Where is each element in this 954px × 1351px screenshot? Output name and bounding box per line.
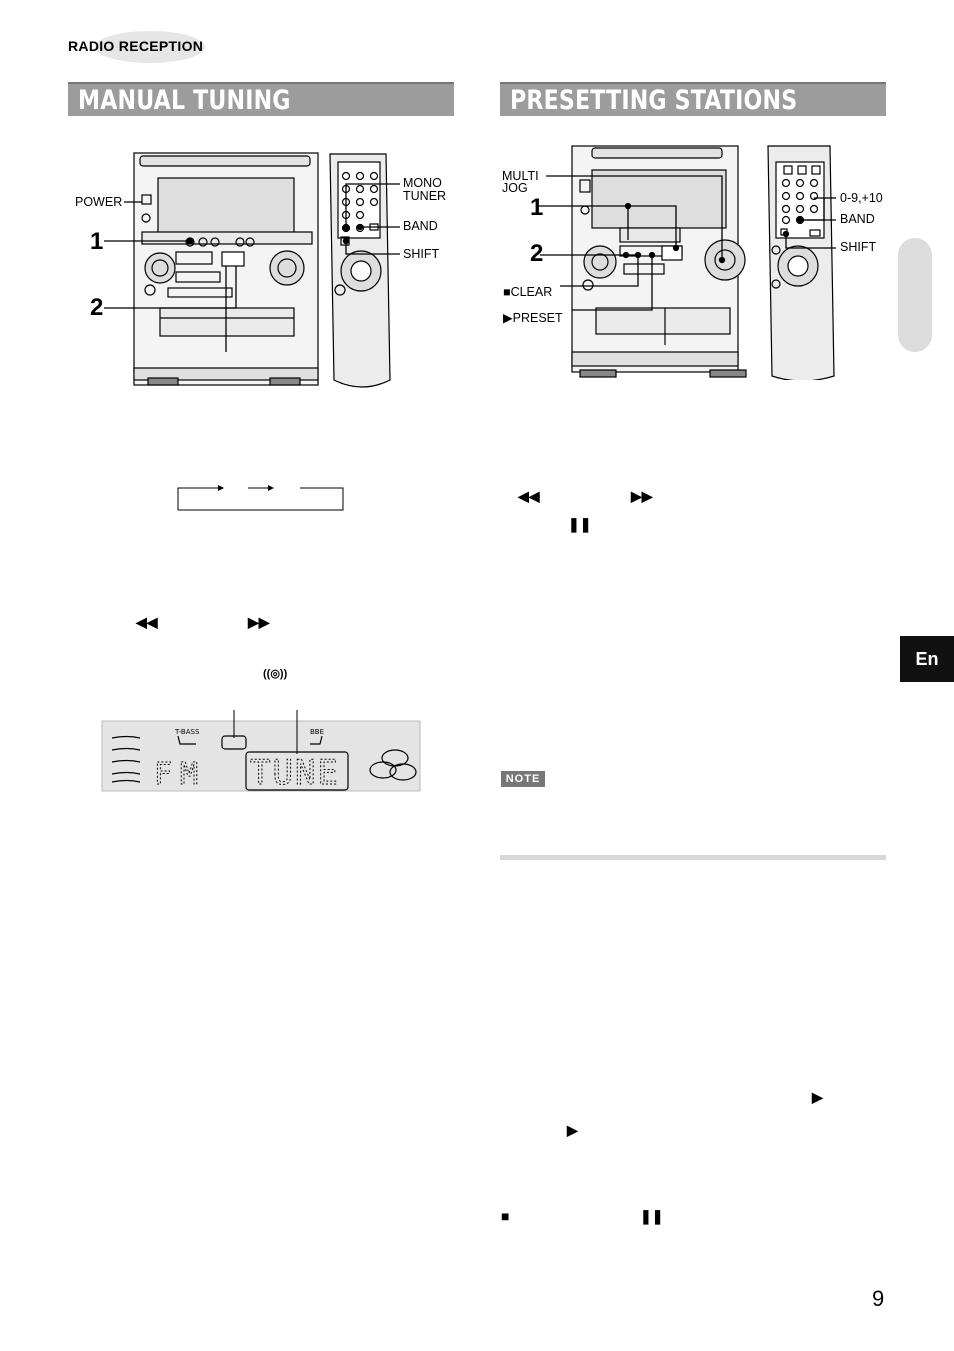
band-cycle-diagram — [177, 485, 344, 511]
fast-forward-icon: ▶▶ — [631, 488, 653, 504]
manual-tuning-title: MANUAL TUNING — [68, 82, 454, 116]
band-label: BAND — [403, 219, 438, 233]
band-display-text: FM — [154, 757, 206, 792]
section-label-highlight — [95, 31, 205, 63]
stop-icon: ■ — [503, 285, 511, 299]
step-1-marker: 1 — [90, 228, 104, 255]
manual-tuning-illustration — [104, 152, 400, 388]
play-icon: ▶ — [503, 311, 513, 325]
pause-icon: ❚❚ — [568, 516, 592, 532]
multi-label: MULTI — [502, 169, 539, 183]
tbass-indicator: T-BASS — [174, 728, 200, 736]
right-step-2-marker: 2 — [530, 240, 544, 267]
clear-label: ■CLEAR — [503, 285, 553, 299]
shift-label: SHIFT — [403, 247, 440, 261]
right-band-label: BAND — [840, 212, 875, 226]
language-tab: En — [900, 636, 954, 682]
right-shift-label: SHIFT — [840, 240, 877, 254]
fm-display-panel: T-BASS BBE FM TUNE — [101, 710, 421, 794]
presetting-stations-title: PRESETTING STATIONS — [500, 82, 886, 116]
play-icon: ▶ — [567, 1122, 578, 1138]
right-step-1-marker: 1 — [530, 194, 544, 221]
note-badge: NOTE — [501, 771, 545, 787]
stop-icon: ■ — [501, 1208, 510, 1224]
step-2-marker: 2 — [90, 294, 104, 321]
rewind-icon: ◀◀ — [518, 488, 540, 504]
mono-label: MONO — [403, 176, 442, 190]
presetting-illustration — [538, 145, 836, 380]
side-thumb-tab — [898, 238, 932, 352]
rewind-icon: ◀◀ — [136, 614, 158, 630]
fast-forward-icon: ▶▶ — [248, 614, 270, 630]
power-label: POWER — [75, 195, 123, 209]
digits-label: 0-9,+10 — [840, 191, 883, 205]
section-label: RADIO RECEPTION — [68, 38, 204, 54]
mode-display-text: TUNE — [250, 753, 340, 793]
play-icon: ▶ — [812, 1089, 823, 1105]
page-number: 9 — [872, 1286, 885, 1311]
tuner-label: TUNER — [403, 189, 447, 203]
pause-icon: ❚❚ — [640, 1208, 664, 1224]
bbe-indicator: BBE — [310, 728, 324, 736]
stereo-icon: ((◎)) — [263, 668, 288, 680]
section-divider — [500, 855, 886, 860]
jog-label: JOG — [502, 181, 528, 195]
preset-label: ▶PRESET — [503, 311, 563, 325]
